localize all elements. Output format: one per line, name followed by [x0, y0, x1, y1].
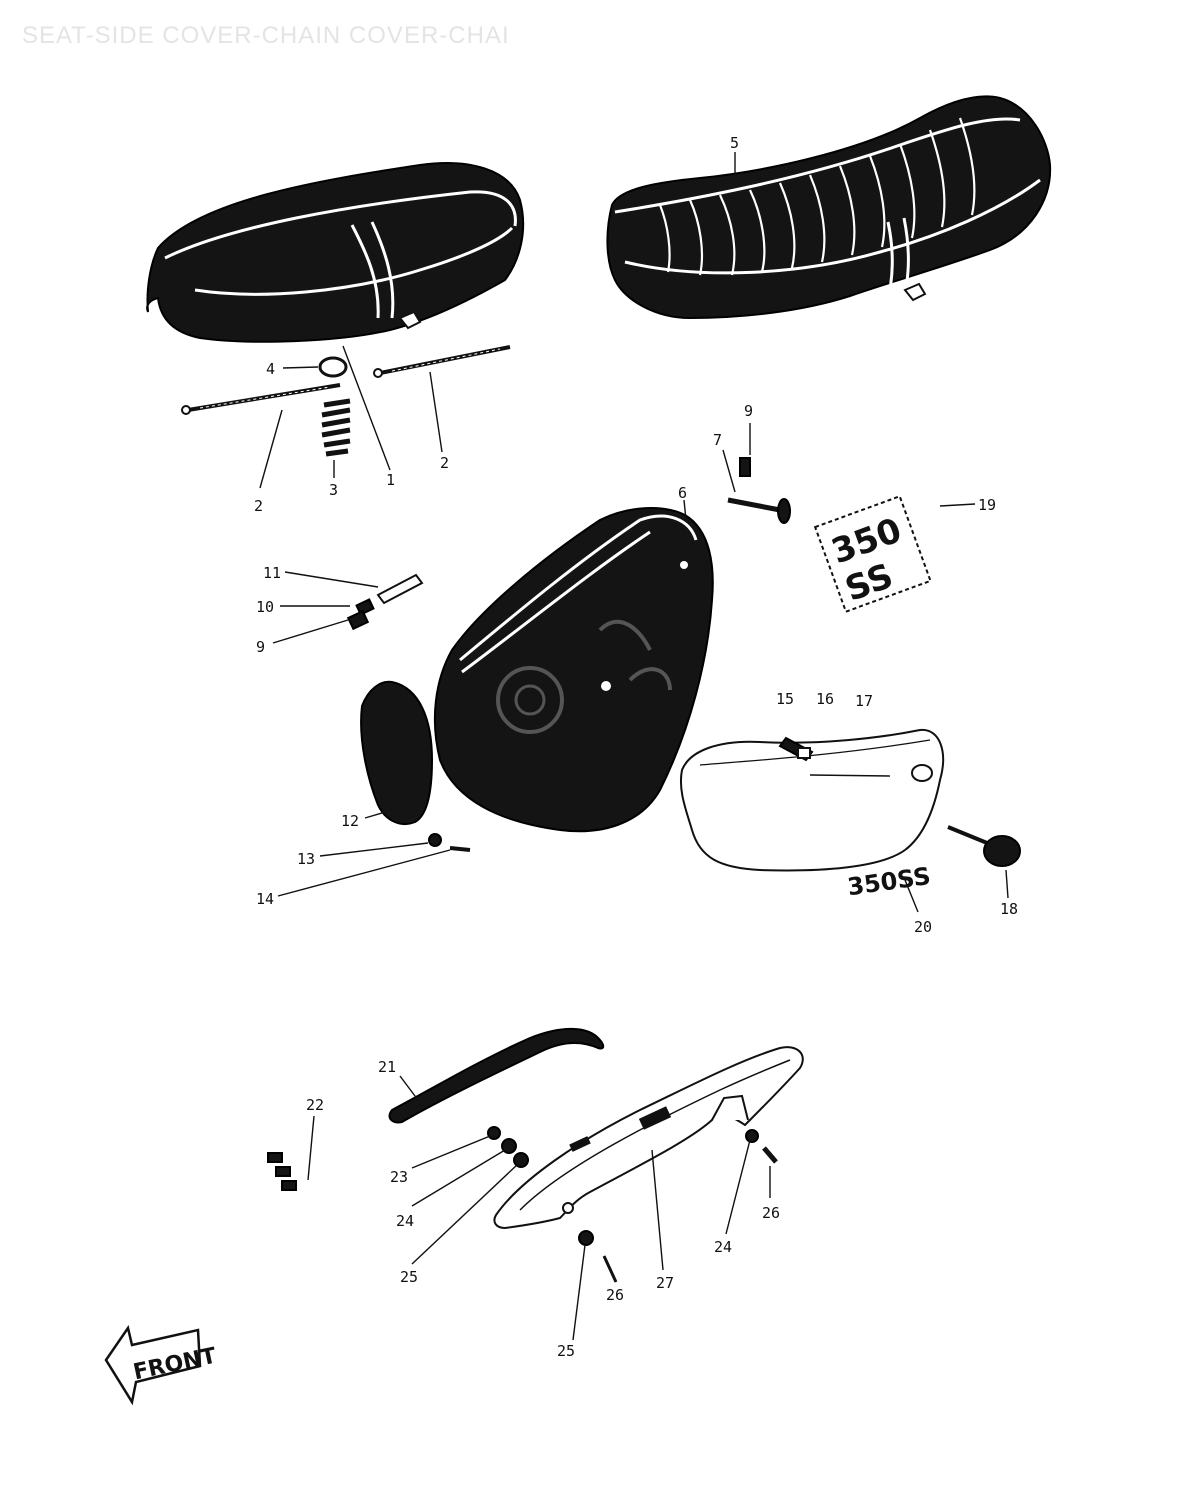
callout-17: 17	[855, 692, 873, 710]
callout-4: 4	[266, 360, 275, 378]
callout-25-left: 25	[400, 1268, 418, 1286]
chain-guard-rubber[interactable]	[388, 1027, 605, 1124]
emblem-side-350ss[interactable]: 350SS	[846, 862, 933, 901]
emblem-350ss[interactable]: 350 SS	[813, 495, 932, 613]
callout-6: 6	[678, 484, 687, 502]
front-direction-arrow: FRONT	[104, 1324, 219, 1406]
callout-18: 18	[1000, 900, 1018, 918]
side-cover-knob[interactable]	[947, 825, 1021, 867]
side-cover-grommet[interactable]	[346, 609, 370, 631]
side-cover-reflector[interactable]	[360, 680, 434, 825]
callout-27: 27	[656, 1274, 674, 1292]
callout-1: 1	[386, 471, 395, 489]
callout-26-right: 26	[762, 1204, 780, 1222]
callout-14: 14	[256, 890, 274, 908]
callout-15: 15	[776, 690, 794, 708]
svg-text:350SS: 350SS	[846, 862, 933, 901]
chain-cover-bolt-26a[interactable]	[762, 1146, 778, 1164]
page-watermark-title: SEAT-SIDE COVER-CHAIN COVER-CHAI	[22, 22, 510, 49]
chain-cover-grommet-25[interactable]	[513, 1152, 529, 1168]
side-cover-right-grommet[interactable]	[778, 736, 814, 762]
side-cover-left[interactable]	[433, 507, 714, 833]
chain-cover-grommet-24[interactable]	[501, 1138, 517, 1154]
callout-24-right: 24	[714, 1238, 732, 1256]
seat-plain[interactable]	[146, 162, 525, 343]
seat-clip-ring[interactable]	[318, 356, 348, 378]
callout-3: 3	[329, 481, 338, 499]
side-cover-mount-nut[interactable]	[739, 457, 751, 477]
seat-hinge-rod-right[interactable]	[373, 345, 511, 378]
callout-numbers: 1 2 2 3 4 5 6 7 9 9 10 11 12 13 14 15 16…	[254, 134, 1018, 1360]
callout-5: 5	[730, 134, 739, 152]
callout-19: 19	[978, 496, 996, 514]
callout-9-left: 9	[256, 638, 265, 656]
seat-ribbed[interactable]	[606, 95, 1052, 320]
callout-11: 11	[263, 564, 281, 582]
side-cover-screw-small[interactable]	[449, 846, 471, 852]
callout-9-top: 9	[744, 402, 753, 420]
side-cover-right[interactable]	[680, 728, 945, 872]
chain-cover[interactable]	[493, 1046, 804, 1230]
callout-23: 23	[390, 1168, 408, 1186]
chain-cover-grommet-25b[interactable]	[578, 1230, 594, 1246]
side-cover-washer[interactable]	[428, 833, 442, 847]
callout-24-left: 24	[396, 1212, 414, 1230]
callout-20: 20	[914, 918, 932, 936]
callout-2-left: 2	[254, 497, 263, 515]
callout-16: 16	[816, 690, 834, 708]
side-cover-collar[interactable]	[355, 598, 375, 616]
callout-2-right: 2	[440, 454, 449, 472]
seat-hinge-rod-left[interactable]	[181, 383, 341, 415]
callout-26-bottom: 26	[606, 1286, 624, 1304]
callout-10: 10	[256, 598, 274, 616]
side-cover-bolt[interactable]	[376, 573, 424, 605]
leader-lines	[259, 152, 1009, 1341]
callout-7: 7	[713, 431, 722, 449]
callout-25-bottom: 25	[557, 1342, 575, 1360]
chain-cover-grommet-23[interactable]	[487, 1126, 501, 1140]
chain-cover-nuts[interactable]	[267, 1152, 297, 1191]
callout-22: 22	[306, 1096, 324, 1114]
callout-21: 21	[378, 1058, 396, 1076]
chain-cover-bolt-26b[interactable]	[602, 1255, 618, 1283]
callout-13: 13	[297, 850, 315, 868]
side-cover-mount-screw[interactable]	[727, 497, 791, 524]
chain-cover-grommet-24b[interactable]	[745, 1129, 759, 1143]
seat-spring[interactable]	[321, 398, 351, 457]
callout-12: 12	[341, 812, 359, 830]
